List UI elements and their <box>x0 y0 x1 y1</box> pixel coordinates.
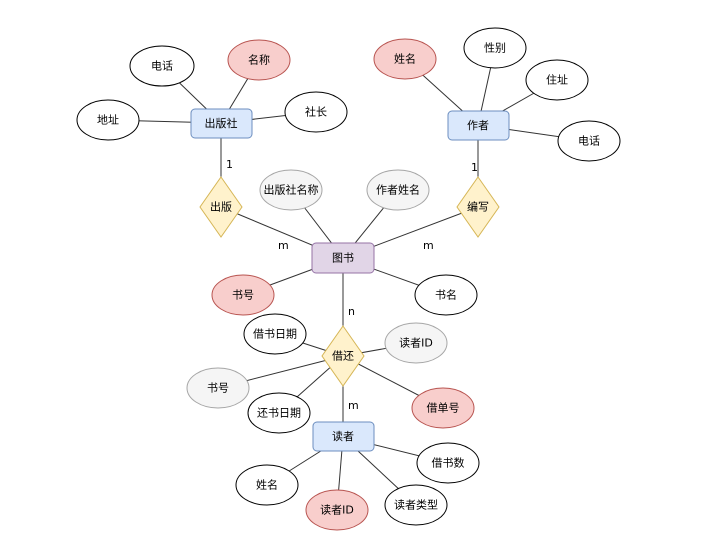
svg-text:出版社: 出版社 <box>205 116 238 130</box>
attribute-reader-id: 读者ID <box>305 489 369 531</box>
attribute-reader-type: 读者类型 <box>384 484 448 526</box>
attribute-author-name: 姓名 <box>373 38 437 80</box>
svg-text:读者ID: 读者ID <box>399 336 433 350</box>
svg-text:地址: 地址 <box>97 113 119 127</box>
svg-text:借书日期: 借书日期 <box>253 328 297 341</box>
attribute-author-gender: 性别 <box>463 27 527 69</box>
entity-author: 作者 <box>447 110 510 141</box>
attribute-borrow-date: 借书日期 <box>243 313 307 355</box>
svg-text:姓名: 姓名 <box>394 52 416 66</box>
attribute-publisher-head: 社长 <box>284 91 348 133</box>
attribute-book-publisher-name: 出版社名称 <box>259 169 323 211</box>
relation-publish: 出版 <box>199 176 243 238</box>
entity-reader: 读者 <box>312 421 375 452</box>
svg-text:书号: 书号 <box>207 382 229 395</box>
entity-book: 图书 <box>311 242 375 274</box>
attribute-publisher-name: 名称 <box>227 39 291 81</box>
attribute-publisher-address: 地址 <box>76 99 140 141</box>
attribute-return-date: 还书日期 <box>247 392 311 434</box>
svg-text:读者ID: 读者ID <box>320 503 354 517</box>
svg-text:作者: 作者 <box>467 119 489 132</box>
entity-publisher: 出版社 <box>190 108 253 139</box>
svg-text:住址: 住址 <box>546 73 568 87</box>
svg-text:借书数: 借书数 <box>432 457 465 470</box>
attribute-reader-borrow-count: 借书数 <box>416 442 480 484</box>
attribute-borrow-slip-no: 借单号 <box>411 387 475 429</box>
cardinality-book-borrow: n <box>348 305 355 318</box>
svg-text:还书日期: 还书日期 <box>257 407 301 420</box>
svg-text:电话: 电话 <box>578 135 600 148</box>
attribute-book-title: 书名 <box>414 274 478 316</box>
svg-text:电话: 电话 <box>151 60 173 73</box>
svg-text:借还: 借还 <box>332 350 354 363</box>
svg-text:借单号: 借单号 <box>427 402 460 415</box>
cardinality-borrow-reader: m <box>348 399 359 412</box>
attribute-publisher-phone: 电话 <box>129 45 195 87</box>
svg-text:名称: 名称 <box>248 53 270 67</box>
svg-text:书号: 书号 <box>232 289 254 302</box>
attribute-author-phone: 电话 <box>557 120 621 162</box>
svg-text:读者类型: 读者类型 <box>394 498 438 512</box>
relation-write: 编写 <box>456 176 500 238</box>
attribute-book-no: 书号 <box>211 274 275 316</box>
svg-text:性别: 性别 <box>484 41 506 55</box>
attribute-book-author-name: 作者姓名 <box>366 169 430 211</box>
cardinality-author-write: 1 <box>471 161 478 174</box>
attribute-author-address: 住址 <box>525 59 589 101</box>
svg-text:姓名: 姓名 <box>256 478 278 492</box>
svg-text:社长: 社长 <box>305 105 327 119</box>
svg-text:作者姓名: 作者姓名 <box>376 183 420 197</box>
relation-borrow: 借还 <box>321 325 365 387</box>
cardinality-publish-book: m <box>278 239 289 252</box>
attribute-borrow-reader-id: 读者ID <box>384 322 448 364</box>
svg-text:图书: 图书 <box>332 252 354 265</box>
cardinality-write-book: m <box>423 239 434 252</box>
svg-text:读者: 读者 <box>332 429 354 443</box>
attribute-borrow-book-no: 书号 <box>186 367 250 409</box>
svg-text:出版社名称: 出版社名称 <box>264 183 319 197</box>
svg-text:编写: 编写 <box>467 200 489 214</box>
cardinality-publisher-publish: 1 <box>226 158 233 171</box>
attribute-reader-name: 姓名 <box>235 464 299 506</box>
svg-text:书名: 书名 <box>435 288 457 302</box>
svg-text:出版: 出版 <box>210 200 232 214</box>
